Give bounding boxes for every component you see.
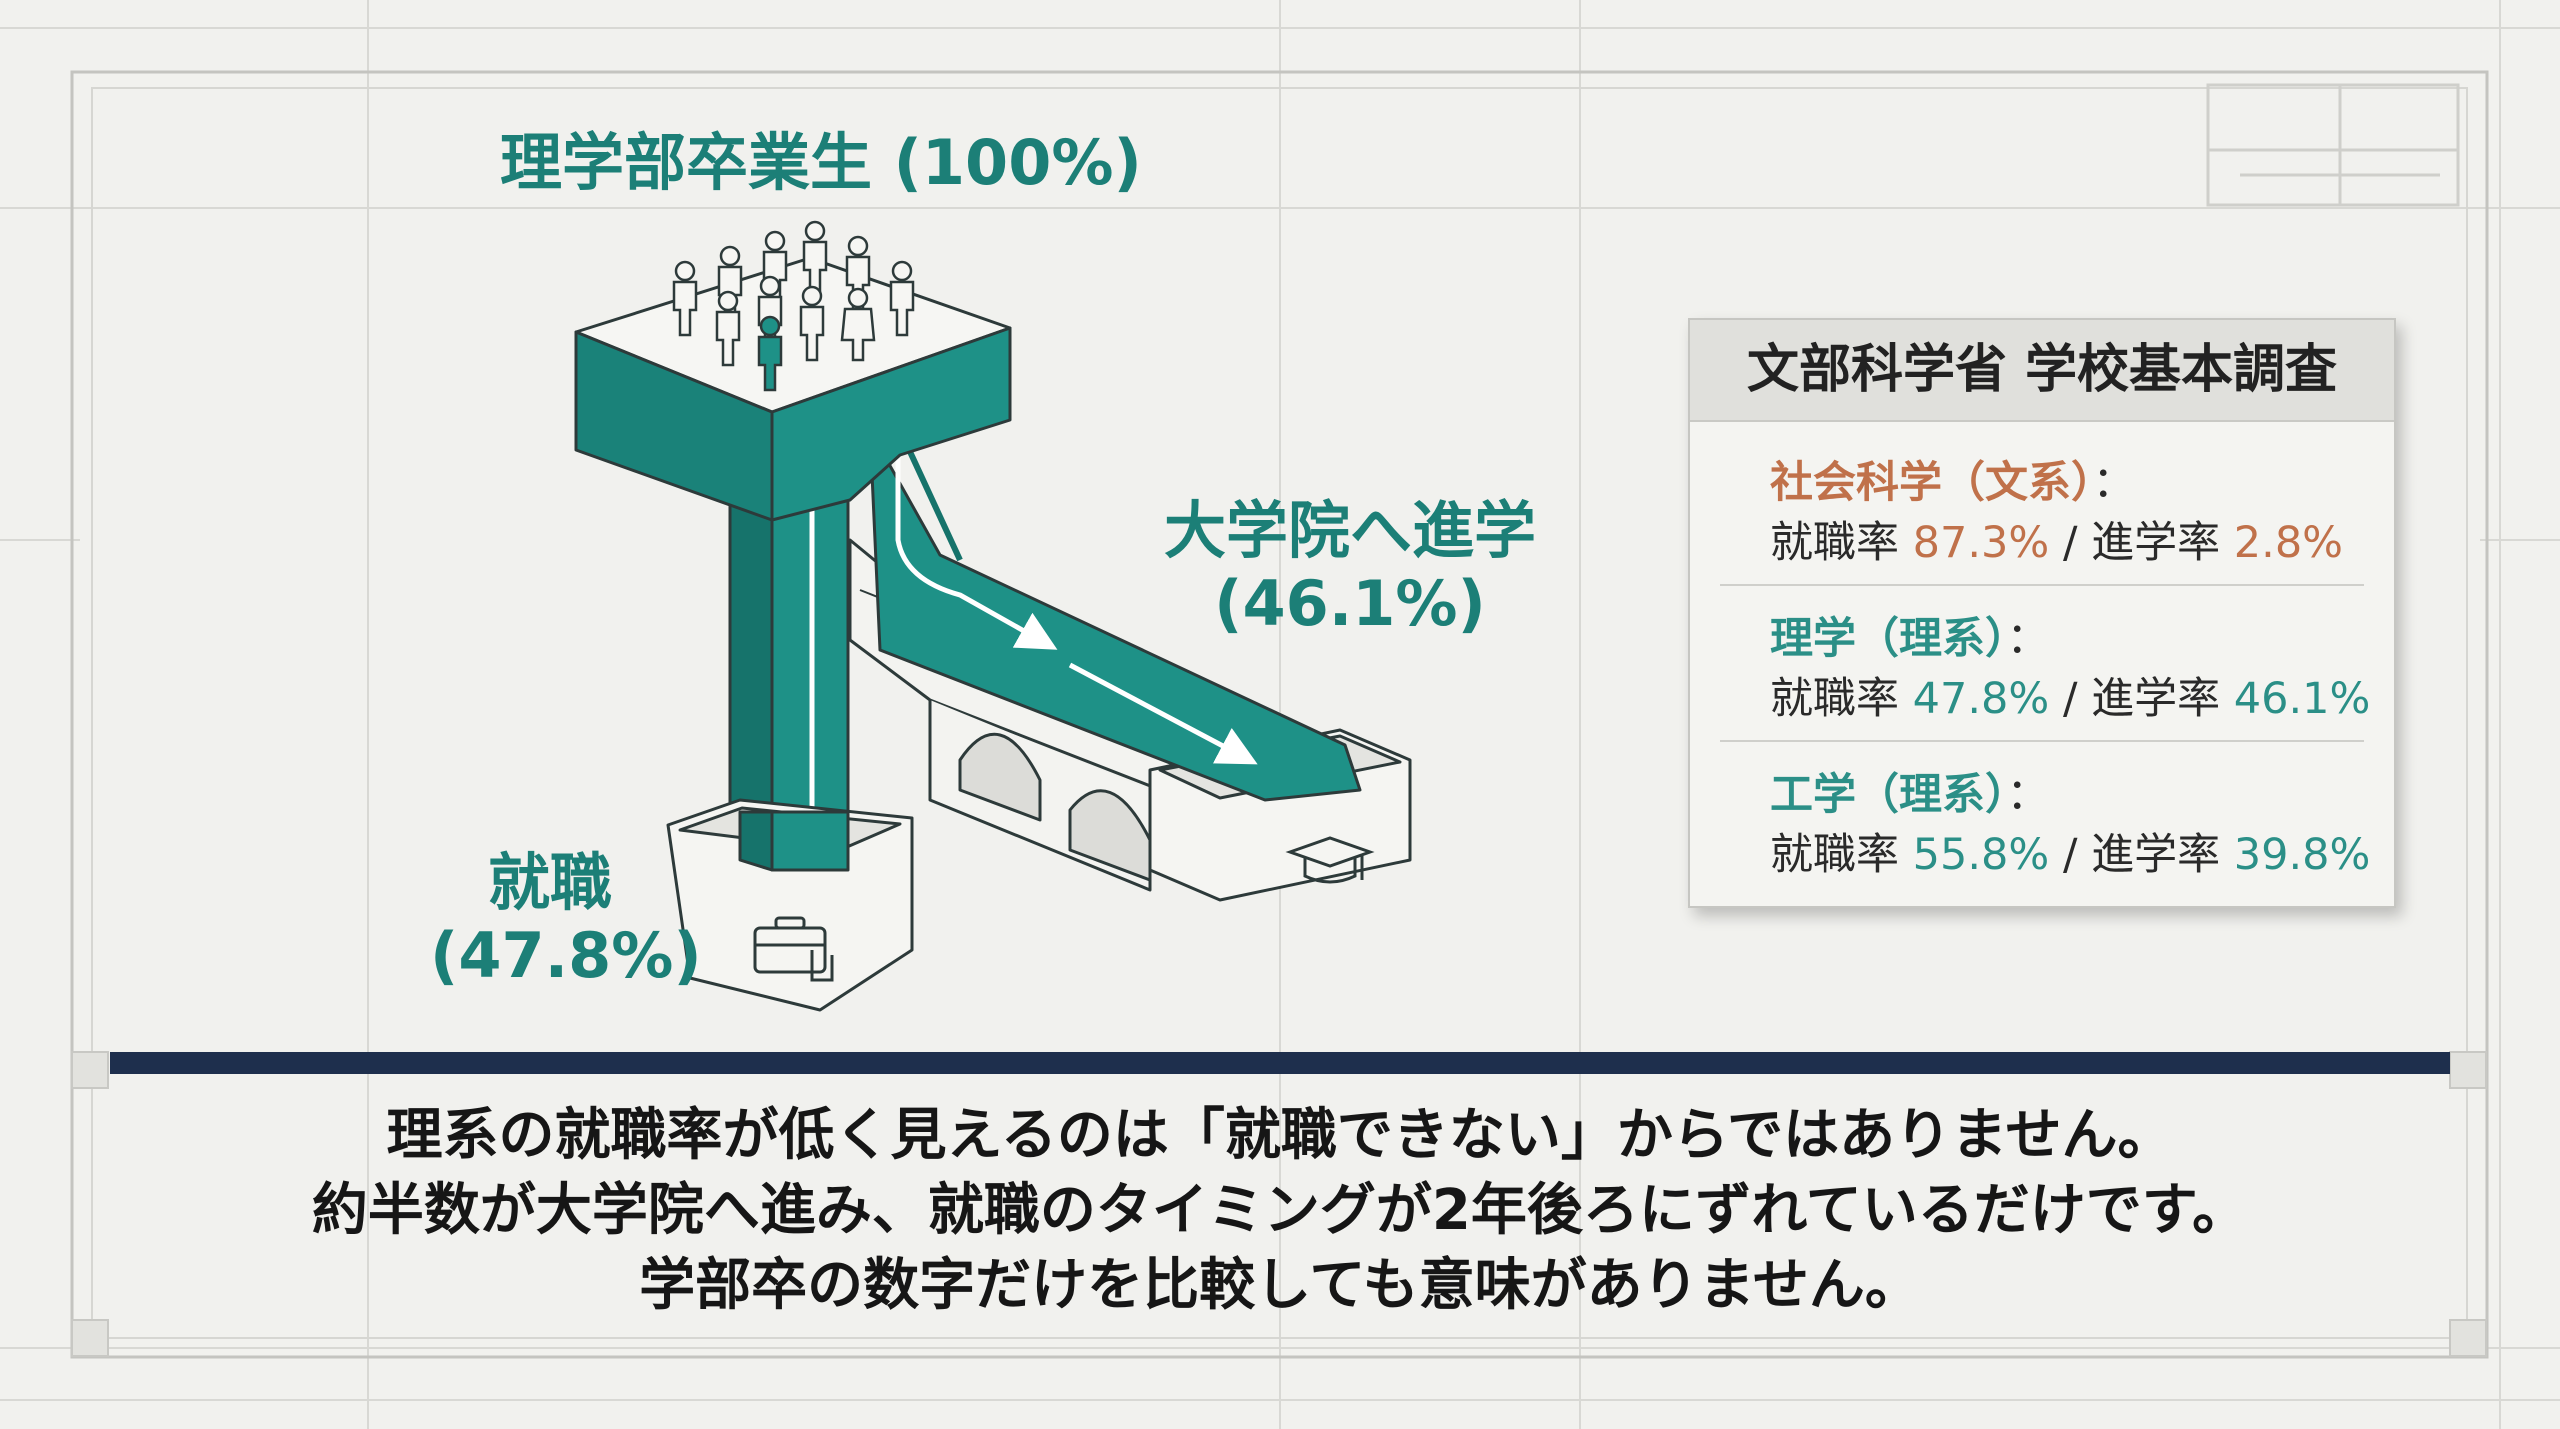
- caption: 理系の就職率が低く見えるのは「就職できない」からではありません。 約半数が大学院…: [100, 1098, 2460, 1323]
- employment-rate-label: 就職率: [1770, 518, 1899, 568]
- caption-line-2: 約半数が大学院へ進み、就職のタイミングが2年後ろにずれているだけです。: [311, 1178, 2249, 1244]
- employment-rate-label: 就職率: [1770, 674, 1899, 724]
- category-science: 理学（理系）: [1770, 614, 2007, 664]
- category-social-science: 社会科学（文系）: [1770, 458, 2093, 508]
- graduate-school-label-line1: 大学院へ進学: [1163, 494, 1536, 567]
- caption-divider-bar: [110, 1052, 2450, 1074]
- graduate-rate-label: 進学率: [2091, 674, 2221, 724]
- slash: /: [2062, 830, 2078, 880]
- employment-label-line2: (47.8%): [430, 919, 702, 993]
- stat-row-science-values: 就職率 47.8% / 進学率 46.1%: [1770, 664, 2370, 726]
- graduate-rate-value: 46.1%: [2233, 674, 2371, 724]
- graduation-cap-icon: [1285, 836, 1375, 884]
- person-icon: [672, 220, 915, 367]
- graduate-rate-value: 39.8%: [2233, 830, 2371, 880]
- divider: [1720, 740, 2364, 742]
- panel-title: 文部科学省 学校基本調査: [1690, 320, 2394, 422]
- graduate-rate-label: 進学率: [2091, 830, 2221, 880]
- caption-line-1: 理系の就職率が低く見えるのは「就職できない」からではありません。: [386, 1103, 2174, 1168]
- stat-row-science-category: 理学（理系）：: [1770, 604, 2050, 666]
- slash: /: [2062, 518, 2078, 568]
- briefcase-icon: [753, 916, 834, 982]
- slash: /: [2062, 674, 2078, 724]
- stat-row-engineering-category: 工学（理系）：: [1770, 760, 2050, 822]
- stat-row-social-values: 就職率 87.3% / 進学率 2.8%: [1770, 508, 2343, 570]
- category-colon: ：: [2006, 770, 2050, 820]
- stat-row-social-category: 社会科学（文系）：: [1770, 448, 2136, 510]
- divider: [1720, 584, 2364, 586]
- employment-box: [666, 798, 914, 1012]
- employment-rate-label: 就職率: [1770, 830, 1899, 880]
- graduate-school-label: 大学院へ進学 (46.1%): [1150, 494, 1550, 640]
- employment-label: 就職 (47.8%): [430, 846, 702, 993]
- statistics-panel: 文部科学省 学校基本調査 社会科学（文系）： 就職率 87.3% / 進学率 2…: [1688, 318, 2396, 908]
- graduates-block: [574, 256, 1012, 522]
- graduate-rate-value: 2.8%: [2233, 518, 2344, 568]
- category-engineering: 工学（理系）: [1770, 770, 2007, 820]
- employment-label-line1: 就職: [487, 846, 612, 919]
- category-colon: ：: [2006, 614, 2050, 664]
- graduate-rate-label: 進学率: [2091, 518, 2221, 568]
- person-icon: [757, 315, 783, 392]
- employment-rate-value: 47.8%: [1912, 674, 2050, 724]
- graduate-school-label-line2: (46.1%): [1214, 567, 1486, 641]
- stat-row-engineering-values: 就職率 55.8% / 進学率 39.8%: [1770, 820, 2370, 882]
- category-colon: ：: [2092, 458, 2136, 508]
- caption-line-3: 学部卒の数字だけを比較しても意味がありません。: [639, 1253, 1921, 1319]
- employment-rate-value: 55.8%: [1912, 830, 2050, 880]
- graduates-label: 理学部卒業生 (100%): [500, 126, 1142, 199]
- employment-rate-value: 87.3%: [1912, 518, 2050, 568]
